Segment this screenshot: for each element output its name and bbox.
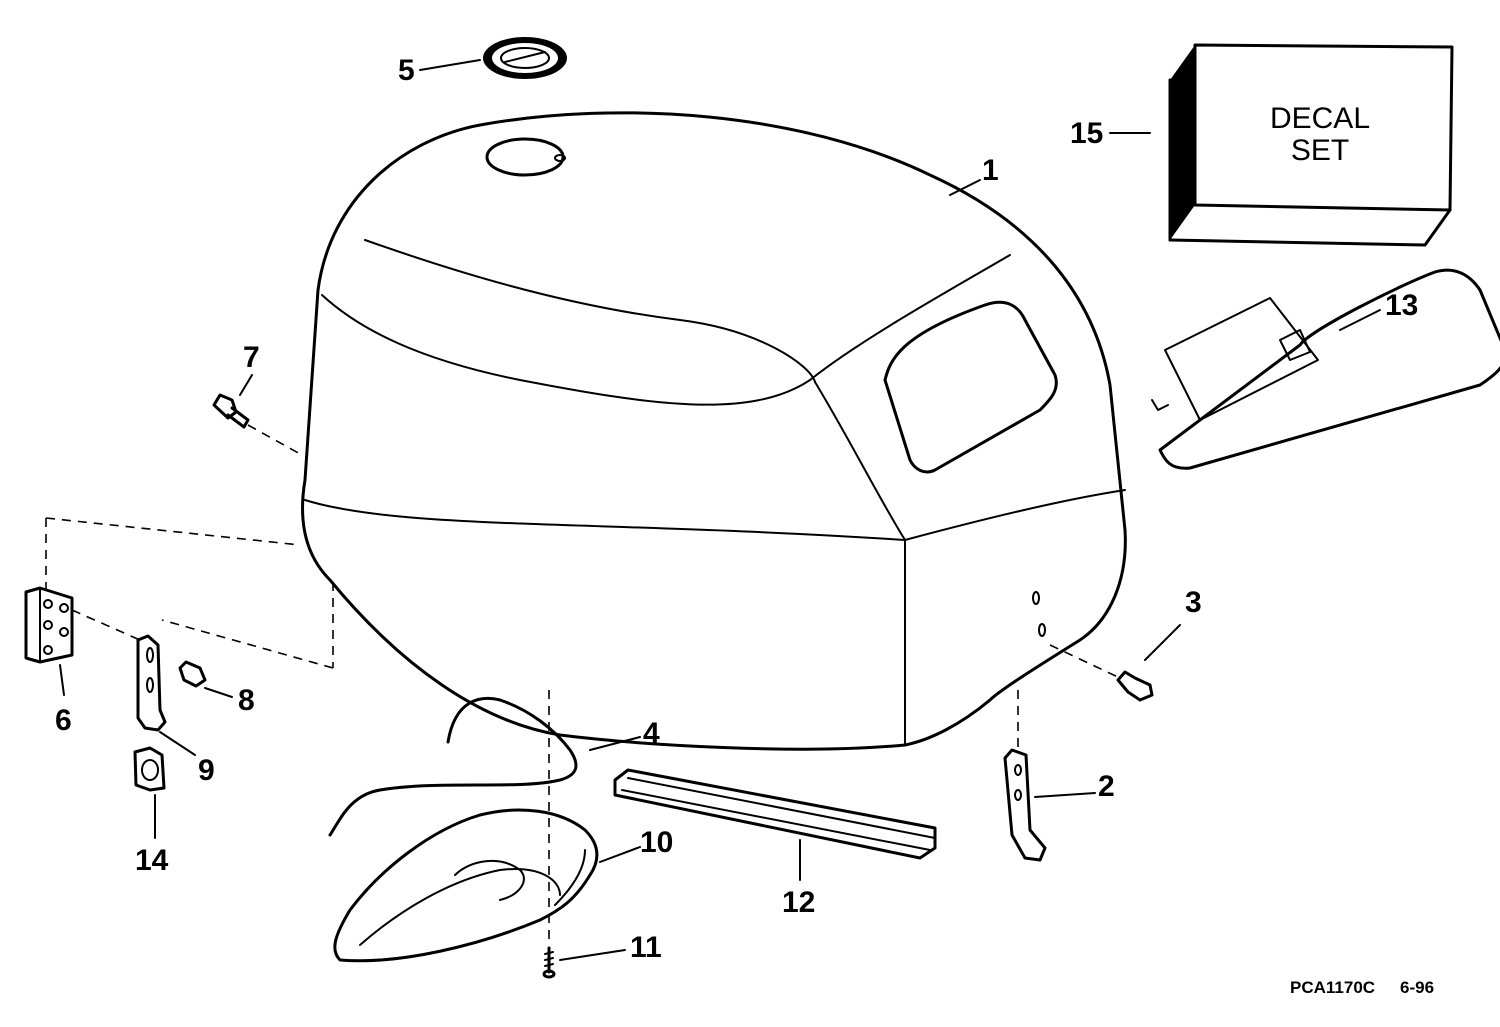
callout-2: 2 <box>1098 770 1115 803</box>
callout-13: 13 <box>1385 289 1418 322</box>
callout-1: 1 <box>982 154 999 187</box>
callout-15: 15 <box>1070 117 1103 150</box>
callout-5: 5 <box>398 54 415 87</box>
engine-cover <box>301 111 1127 751</box>
screw-7 <box>212 393 250 429</box>
callout-4: 4 <box>643 717 660 750</box>
bracket-2 <box>1003 748 1047 862</box>
screw-11 <box>542 946 556 979</box>
decal-set-box: DECAL SET <box>1168 43 1454 247</box>
decal-text-line1: DECAL <box>1270 102 1370 135</box>
screw-3 <box>1116 670 1154 702</box>
callout-11: 11 <box>630 931 662 964</box>
seal-strip <box>613 768 937 860</box>
callout-9: 9 <box>198 754 215 787</box>
clip <box>133 746 166 792</box>
part-code: PCA1170C <box>1290 978 1375 997</box>
figure-reference: PCA1170C 6-96 <box>1290 978 1434 997</box>
revision-date: 6-96 <box>1400 978 1434 997</box>
leader-lines <box>59 59 1381 961</box>
callout-12: 12 <box>782 886 815 919</box>
assembly-lines <box>45 424 1121 945</box>
seal-cord <box>328 696 578 837</box>
callout-14: 14 <box>135 844 169 877</box>
callout-6: 6 <box>55 704 72 737</box>
window-frame <box>1151 268 1500 470</box>
intake-cover <box>333 808 599 963</box>
callouts: 1 2 3 4 5 6 7 8 9 10 11 12 13 14 15 <box>55 54 1418 964</box>
callout-8: 8 <box>238 684 255 717</box>
hinge-plate <box>24 586 74 664</box>
callout-10: 10 <box>640 826 673 859</box>
callout-7: 7 <box>243 341 260 374</box>
decal-text-line2: SET <box>1291 134 1349 167</box>
screw-8 <box>178 660 207 688</box>
emblem-cap <box>483 37 567 79</box>
latch-bracket <box>136 634 167 732</box>
callout-3: 3 <box>1185 586 1202 619</box>
